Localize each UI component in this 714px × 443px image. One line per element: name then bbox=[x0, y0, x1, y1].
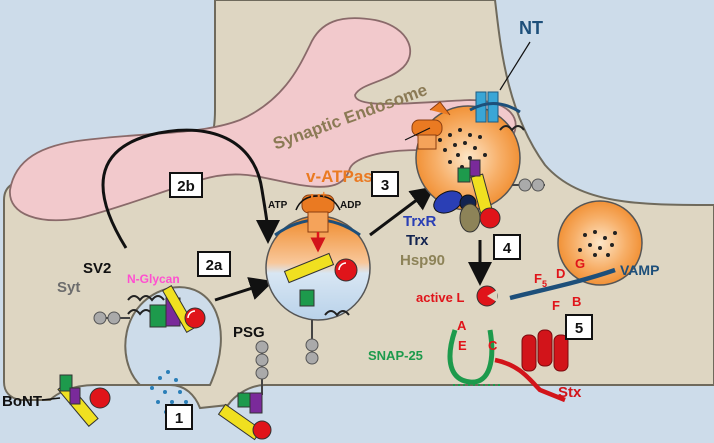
bont-label: BoNT bbox=[2, 393, 42, 410]
psg-toxin bbox=[217, 340, 272, 441]
vamp-label: VAMP bbox=[620, 262, 659, 278]
syntaxin-protein bbox=[494, 329, 569, 403]
synaptic-endosome bbox=[9, 17, 517, 222]
svg-text:2a: 2a bbox=[206, 257, 223, 274]
bont-toxin bbox=[41, 374, 111, 427]
trxr-label: TrxR bbox=[403, 213, 437, 230]
arrow-2a bbox=[214, 277, 274, 302]
cleave-f5: F5 bbox=[534, 271, 547, 289]
cleave-d: D bbox=[556, 266, 565, 281]
trx-label: Trx bbox=[406, 232, 429, 249]
cleave-e: E bbox=[458, 338, 467, 353]
step-box-2b: 2b bbox=[169, 172, 203, 198]
svg-text:2b: 2b bbox=[177, 178, 195, 195]
step-box-4: 4 bbox=[493, 234, 521, 260]
h-plus-label: H+ bbox=[310, 190, 327, 208]
step-box-1: 1 bbox=[165, 404, 193, 430]
syt-label: Syt bbox=[57, 279, 80, 296]
svg-text:4: 4 bbox=[503, 240, 512, 257]
cleave-f: F bbox=[552, 298, 560, 313]
arrow-2b bbox=[101, 128, 280, 249]
receptor-complex-surface bbox=[93, 285, 206, 333]
svg-text:5: 5 bbox=[575, 320, 583, 337]
pump-leader bbox=[404, 127, 431, 141]
cleave-a: A bbox=[457, 318, 467, 333]
adp-label: ADP bbox=[340, 200, 361, 211]
hsp90-label: Hsp90 bbox=[400, 252, 445, 269]
active-light-chain bbox=[476, 285, 498, 307]
step-box-2a: 2a bbox=[197, 251, 231, 277]
nt-label: NT bbox=[519, 18, 543, 38]
active-l-label: active L bbox=[416, 290, 464, 305]
svg-text:3: 3 bbox=[381, 177, 389, 194]
arrow-3 bbox=[369, 186, 435, 237]
stx-label: Stx bbox=[558, 384, 582, 401]
step-box-5: 5 bbox=[565, 314, 593, 340]
cleave-c: C bbox=[488, 338, 498, 353]
vamp-protein bbox=[509, 267, 616, 301]
svg-text:1: 1 bbox=[175, 410, 183, 427]
atp-arrow bbox=[295, 195, 341, 211]
v-atpase-label: v-ATPase bbox=[306, 167, 382, 186]
snap25-protein bbox=[447, 329, 495, 385]
acidifying-vesicle bbox=[265, 194, 371, 365]
step-box-3: 3 bbox=[371, 171, 399, 197]
synaptic-vesicle-loaded bbox=[411, 91, 545, 233]
atp-label: ATP bbox=[268, 200, 288, 211]
nt-leader bbox=[499, 41, 531, 91]
cleave-b: B bbox=[572, 294, 581, 309]
n-glycan-label: N-Glycan bbox=[127, 272, 180, 286]
psg-label: PSG bbox=[233, 324, 265, 341]
sv2-label: SV2 bbox=[83, 260, 111, 277]
snap25-label: SNAP-25 bbox=[368, 348, 423, 363]
cleave-g: G bbox=[575, 256, 585, 271]
vamp-vesicle bbox=[557, 200, 643, 286]
